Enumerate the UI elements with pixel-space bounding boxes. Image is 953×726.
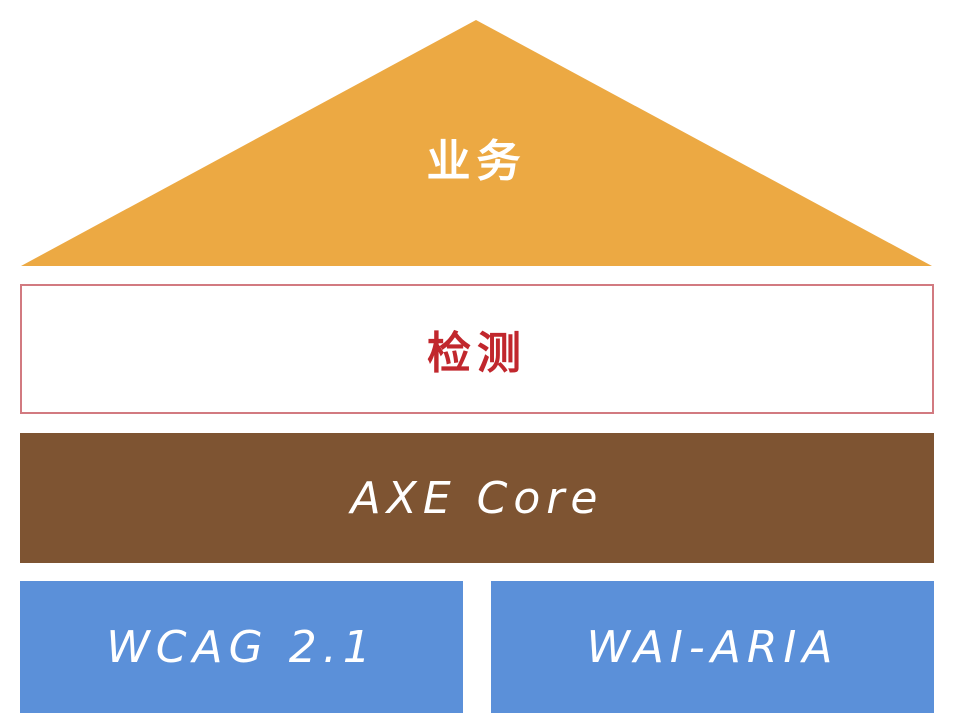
axe-core-layer: AXE Core (20, 433, 934, 563)
wai-aria-label: WAI-ARIA (586, 621, 839, 673)
business-label: 业务 (426, 136, 527, 187)
business-roof-shape (21, 20, 932, 266)
wai-aria-layer: WAI-ARIA (491, 581, 934, 713)
wcag-label: WCAG 2.1 (106, 621, 377, 673)
detection-layer: 检测 (20, 284, 934, 414)
wcag-layer: WCAG 2.1 (20, 581, 463, 713)
detection-label: 检测 (427, 328, 527, 379)
axe-core-label: AXE Core (350, 472, 604, 524)
